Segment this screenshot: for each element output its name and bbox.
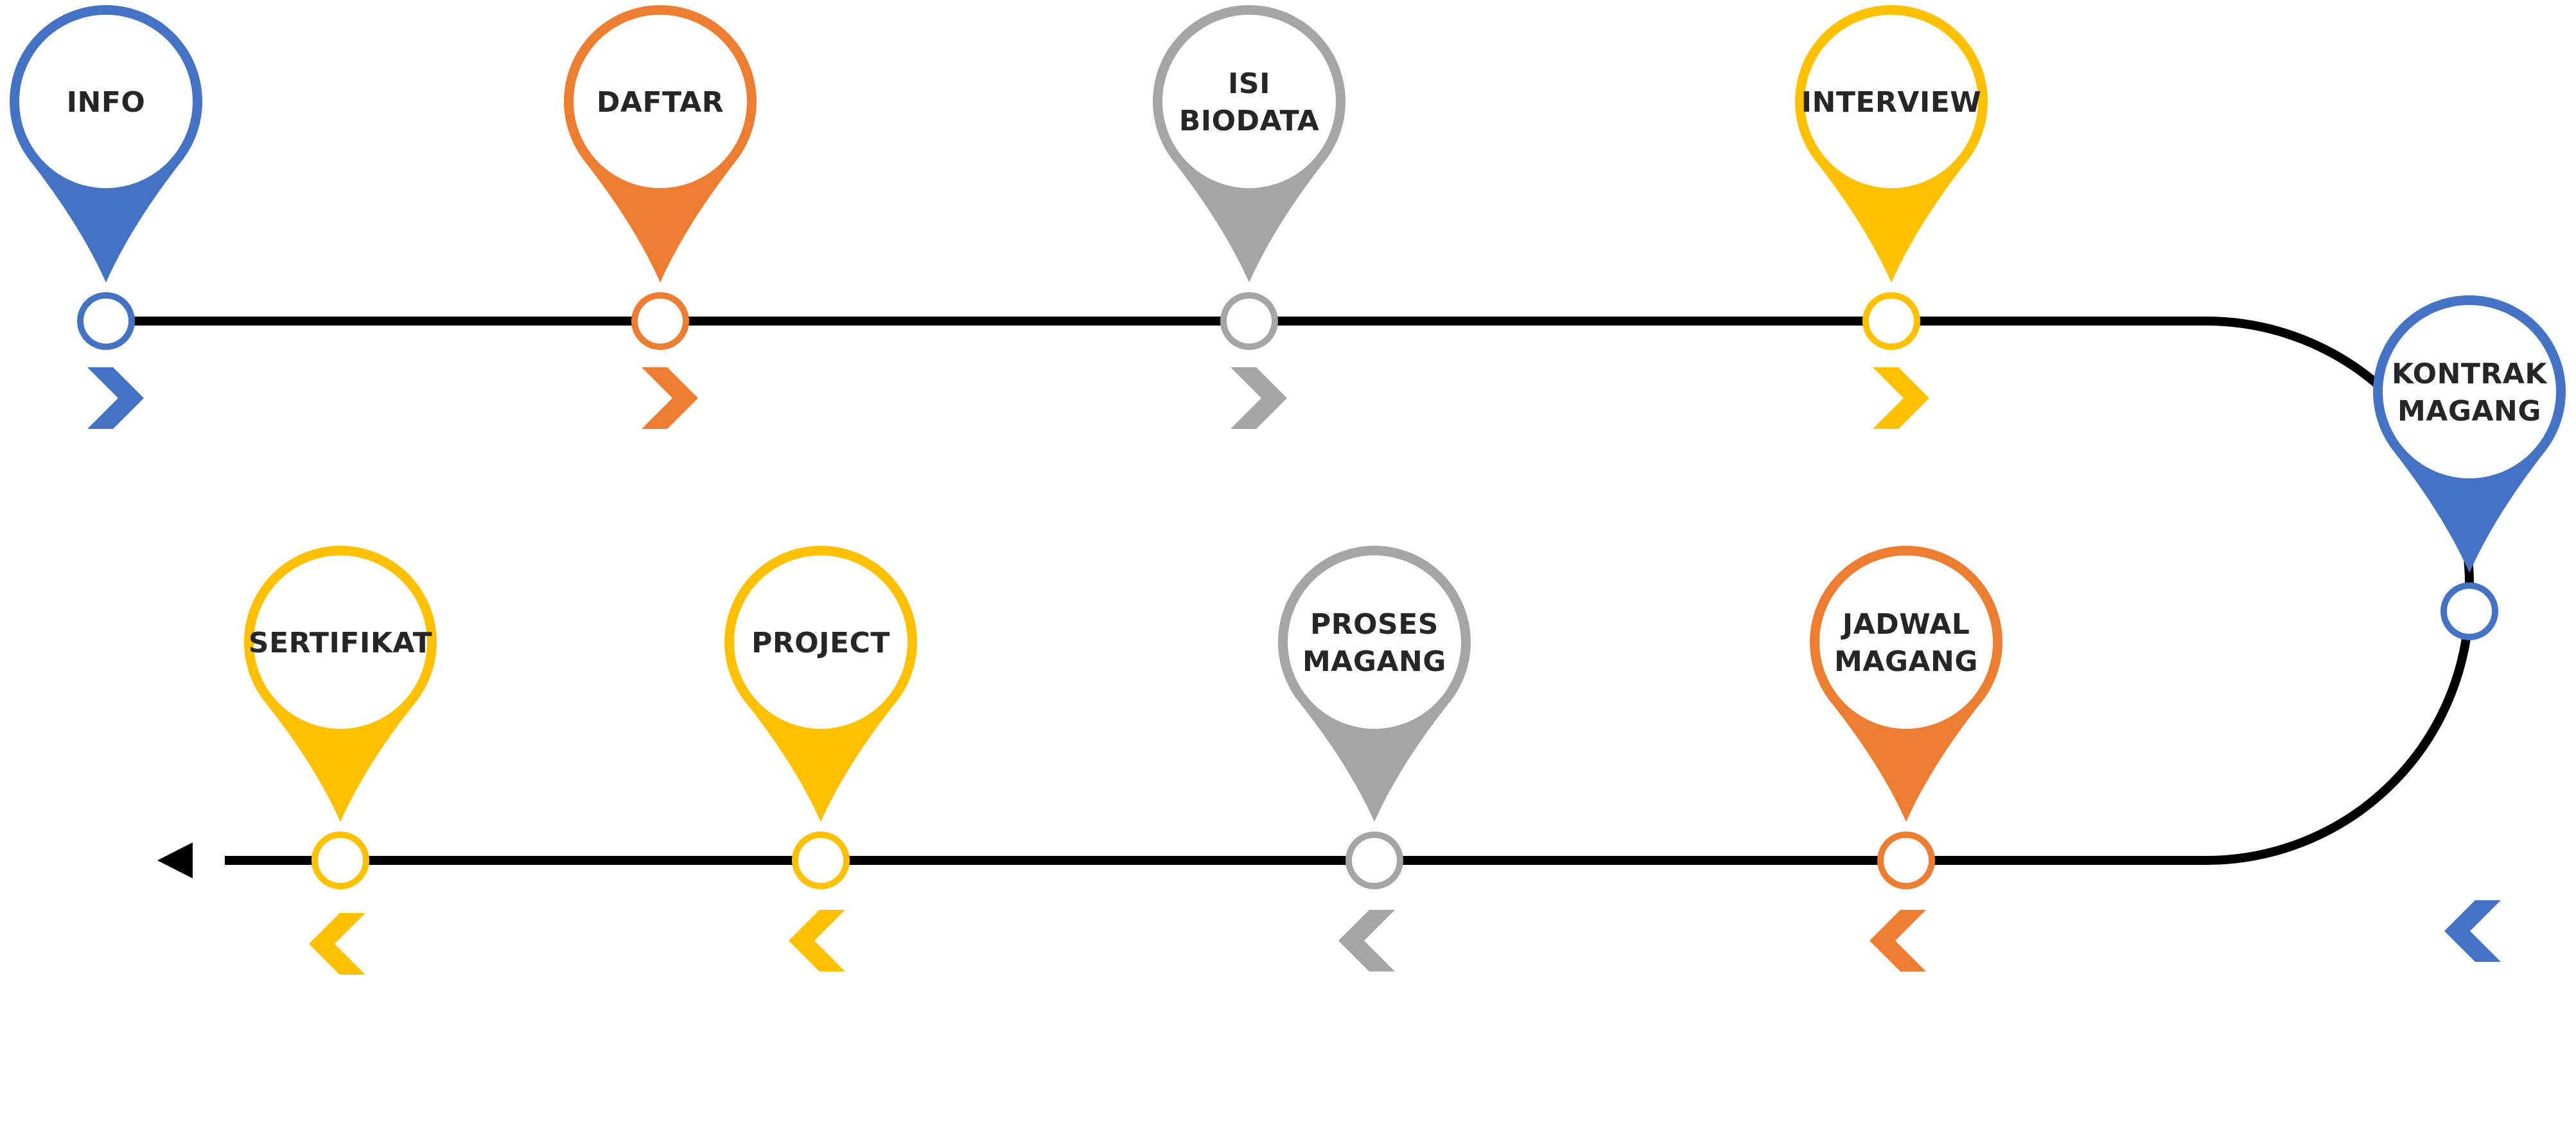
step-label: SERTIFIKAT: [249, 627, 432, 659]
step-isi-biodata: ISI BIODATA: [1153, 5, 1345, 429]
roadmap-track: [106, 317, 2474, 878]
track-node: [631, 292, 689, 350]
chevron-left-icon: [1870, 910, 1926, 971]
step-label: BIODATA: [1179, 105, 1320, 137]
chevron-right-icon: [642, 367, 698, 429]
step-label: INTERVIEW: [1801, 86, 1982, 119]
chevron-right-icon: [87, 367, 144, 429]
pin-face: [574, 15, 747, 188]
step-interview: INTERVIEW: [1795, 5, 1988, 429]
pin-face: [1162, 15, 1336, 188]
step-label: PROJECT: [751, 627, 890, 659]
pin-face: [254, 555, 427, 729]
pin-face: [1819, 555, 1993, 729]
track-arrowhead: [157, 842, 193, 878]
pin-face: [1805, 15, 1978, 188]
pin-tail: [2392, 449, 2546, 573]
pin-tail: [263, 700, 417, 822]
step-label: INFO: [67, 86, 146, 119]
pin-tail: [1297, 700, 1451, 822]
track-node: [311, 832, 369, 889]
chevron-left-icon: [2444, 900, 2501, 962]
track-line: [106, 317, 2474, 865]
pin-tail: [29, 159, 183, 283]
step-project: PROJECT: [724, 546, 917, 971]
chevron-right-icon: [1231, 367, 1287, 429]
step-label: DAFTAR: [597, 86, 724, 119]
step-label: MAGANG: [1834, 645, 1978, 678]
step-label: PROSES: [1310, 608, 1439, 641]
track-node: [77, 292, 135, 350]
pin-face: [2383, 305, 2556, 478]
step-daftar: DAFTAR: [564, 5, 757, 429]
chevron-left-icon: [1338, 910, 1395, 971]
step-info: INFO: [10, 5, 202, 429]
pin-tail: [1814, 159, 1968, 283]
pin-tail: [744, 700, 898, 822]
pin-face: [1288, 555, 1461, 729]
roadmap-steps: INFO DAFTAR ISI BIODATA INTERVIEW KONTRAK MAGA…: [10, 5, 2566, 975]
step-label: MAGANG: [2397, 395, 2541, 428]
step-label: JADWAL: [1841, 608, 1970, 641]
pin-face: [734, 555, 907, 729]
pin-tail: [1172, 159, 1326, 283]
step-sertifikat: SERTIFIKAT: [244, 546, 437, 975]
step-proses-magang: PROSES MAGANG: [1278, 546, 1471, 971]
step-label: KONTRAK: [2392, 358, 2548, 390]
step-jadwal-magang: JADWAL MAGANG: [1810, 546, 2002, 971]
track-node: [1877, 832, 1935, 889]
pin-tail: [583, 159, 737, 283]
chevron-left-icon: [309, 913, 365, 975]
track-node: [792, 832, 850, 889]
pin-face: [19, 15, 193, 188]
track-node: [1345, 832, 1403, 889]
chevron-right-icon: [1873, 367, 1929, 429]
step-kontrak-magang: KONTRAK MAGANG: [2373, 295, 2566, 962]
chevron-left-icon: [789, 910, 845, 971]
track-node: [1220, 292, 1278, 350]
step-label: ISI: [1228, 67, 1270, 100]
track-node: [2440, 582, 2498, 640]
track-node: [1862, 292, 1920, 350]
pin-tail: [1829, 700, 1983, 822]
step-label: MAGANG: [1302, 645, 1446, 678]
